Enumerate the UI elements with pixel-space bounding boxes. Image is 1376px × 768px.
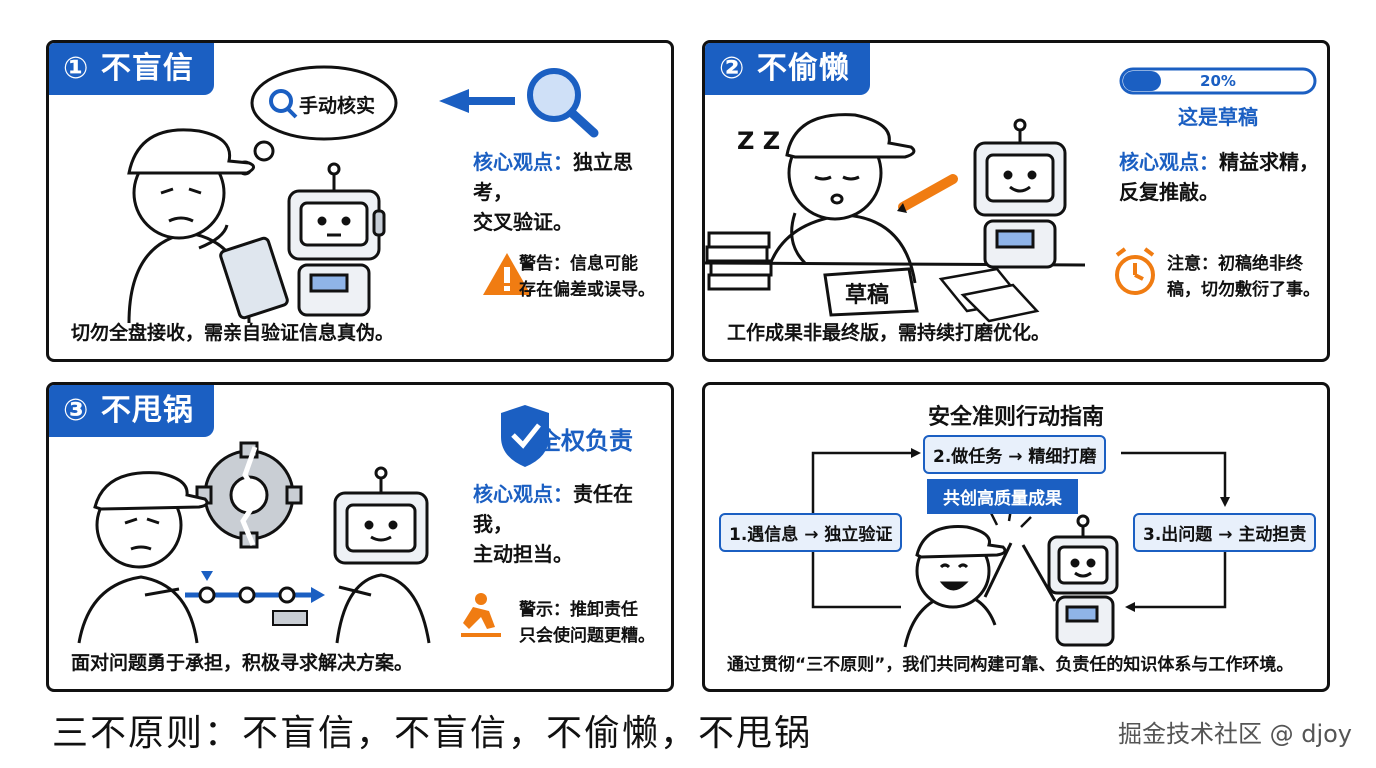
paper-stack-icon [705,231,773,291]
slip-hazard-icon [461,593,501,637]
panel3-tag: ③ 不甩锅 [49,385,214,437]
thought-bubble [250,65,398,141]
person-sleeping [763,113,917,284]
principles-summary: 三不原则：不盲信，不盲信，不偷懒，不甩锅 [52,713,813,754]
step-3: 3.出问题 → 主动担责 [1133,513,1317,552]
cycle-arrows [811,451,1227,609]
warning-icon [483,253,531,295]
search-icon [269,89,293,113]
robot [287,162,386,317]
warning-line-2: 只会使问题更糟。 [519,626,655,646]
panel4-caption: 通过贯彻“三不原则”，我们共同构建可靠、负责任的知识体系与工作环境。 [727,655,1294,675]
warning-line-2: 存在偏差或误导。 [519,280,655,300]
panel-action-guide: 安全准则行动指南 2.做任务 → 精细打磨 共创高质量成果 1.遇信息 → 独立… [702,382,1330,692]
panel-no-blame-shifting: ③ 不甩锅 全权负责 核心观点：责任在我， 主动担当。 警示：推卸责任 只会使问… [46,382,674,692]
core-key: 核心观点： [473,150,573,174]
robot [333,466,431,644]
panel4-illustration [808,448,1230,648]
tablet-icon [219,236,289,320]
person-celebrating [903,525,1013,648]
banner-ribbon: 共创高质量成果 [927,479,1078,514]
warning-line-1: 注意：初稿绝非终 [1167,254,1303,274]
panel3-illustration [77,405,549,644]
magnifier-icon [527,68,599,138]
panel-no-laziness: ② 不偷懒 20% 这是草稿 Z Z 草稿 核心观点：精益求精， 反复推敲。 注… [702,40,1330,362]
progress-label: 20% [1200,72,1236,90]
panel2-warning: 注意：初稿绝非终 稿，切勿敷衍了事。 [1167,251,1320,303]
progress-fill [1123,71,1161,91]
core-text-1: 精益求精， [1219,150,1319,174]
draft-title: 这是草稿 [1178,105,1258,129]
person-pointing [77,471,209,644]
alarm-clock-icon [1115,247,1155,295]
warning-line-1: 警告：信息可能 [519,254,638,274]
panel-no-blind-trust: ① 不盲信 手动核实 核心观点：独立思考， 交叉验证。 警告：信息可能 存在偏差… [46,40,674,362]
panel3-core: 核心观点：责任在我， 主动担当。 [473,479,671,569]
core-text-2: 主动担当。 [473,542,573,566]
core-key: 核心观点： [473,482,573,506]
watermark: 掘金技术社区 @ djoy [1117,720,1352,748]
broken-gear-icon [195,441,303,549]
paper-label: 草稿 [845,283,890,308]
badge-label: 全权负责 [537,427,633,455]
core-text-1: 责任在我， [473,482,633,536]
progress-bar [1119,67,1317,95]
arrow-left-icon [439,89,515,113]
panel1-core: 核心观点：独立思考， 交叉验证。 [473,147,671,237]
core-text-2: 反复推敲。 [1119,180,1219,204]
panel2-caption: 工作成果非最终版，需持续打磨优化。 [727,322,1051,344]
core-text-1: 独立思考， [473,150,633,204]
robot [973,118,1067,269]
bubble-label: 手动核实 [299,95,376,117]
panel2-illustration [705,67,1317,323]
panel2-tag: ② 不偷懒 [705,43,870,95]
person-thinking [127,128,255,324]
panel1-warning: 警告：信息可能 存在偏差或误导。 [519,251,655,303]
panel1-tag: ① 不盲信 [49,43,214,95]
panel1-illustration [127,65,599,324]
step-1: 1.遇信息 → 独立验证 [719,513,903,552]
panel3-caption: 面对问题勇于承担，积极寻求解决方案。 [71,652,414,674]
warning-line-2: 稿，切勿敷衍了事。 [1167,280,1320,300]
core-text-2: 交叉验证。 [473,210,573,234]
panel1-caption: 切勿全盘接收，需亲自验证信息真伪。 [71,322,395,344]
core-key: 核心观点： [1119,150,1219,174]
guide-title: 安全准则行动指南 [927,405,1104,430]
shield-check-icon [501,405,549,467]
robot [1021,514,1119,647]
warning-line-1: 警示：推卸责任 [519,600,638,620]
sleep-zzz: Z Z [737,127,781,155]
step-2: 2.做任务 → 精细打磨 [923,435,1107,474]
panel3-warning: 警示：推卸责任 只会使问题更糟。 [519,597,655,649]
draft-paper [823,267,919,317]
panel2-core: 核心观点：精益求精， 反复推敲。 [1119,147,1319,207]
pencil-icon [897,174,958,213]
